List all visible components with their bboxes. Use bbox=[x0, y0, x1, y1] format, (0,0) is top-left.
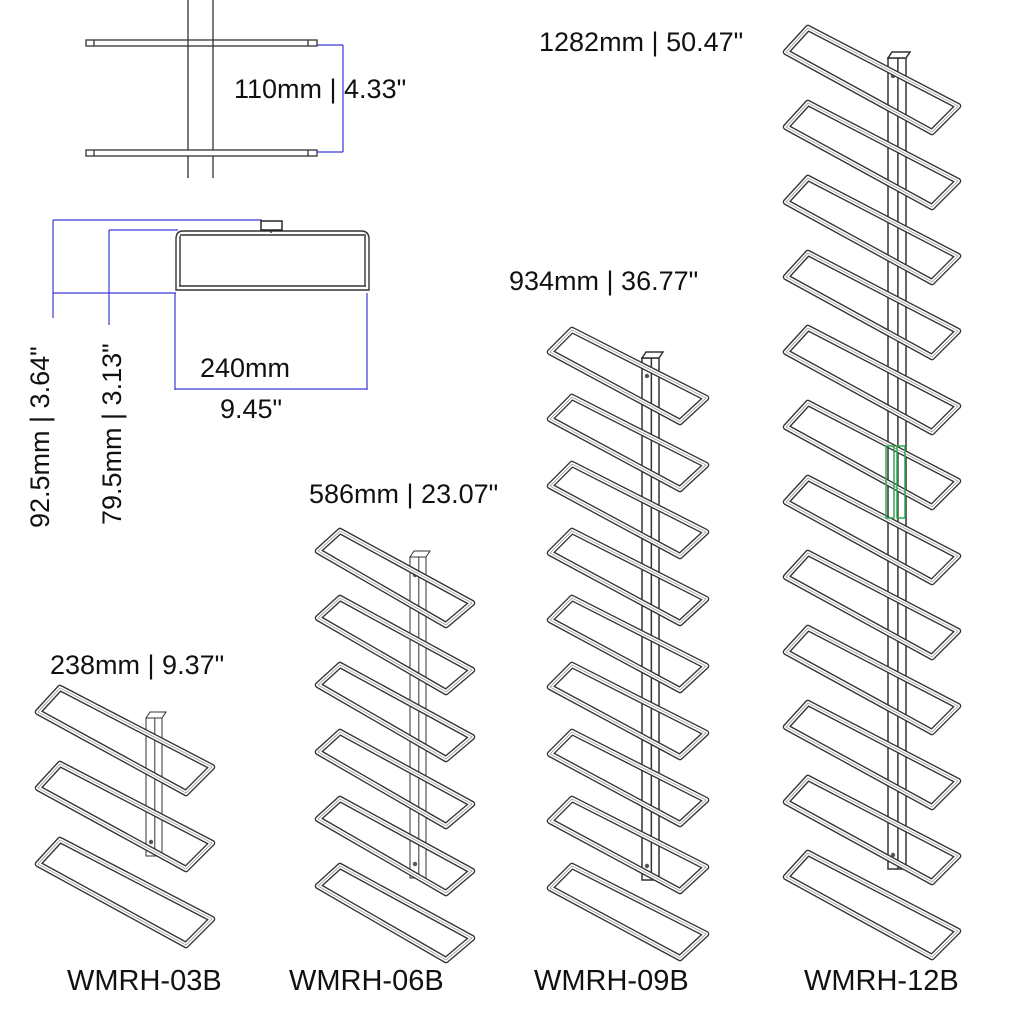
rack-drawing-wmrh-12b bbox=[782, 24, 962, 961]
rack-rung bbox=[782, 249, 962, 361]
rack-rung bbox=[782, 324, 962, 436]
rack-drawing-wmrh-09b bbox=[546, 326, 710, 962]
rack-rung bbox=[782, 474, 962, 586]
rack-rung bbox=[314, 728, 476, 830]
rack-rung bbox=[782, 99, 962, 211]
rack-rung bbox=[34, 760, 216, 873]
spacing-dimension-label: 110mm | 4.33" bbox=[234, 74, 407, 104]
rack-rung bbox=[782, 24, 962, 136]
rack-rung bbox=[546, 527, 710, 627]
height-label-wmrh-09b: 934mm | 36.77" bbox=[509, 266, 699, 296]
rack-rung bbox=[546, 728, 710, 828]
top-depth-dimension-lines bbox=[52, 219, 368, 390]
rack-rung bbox=[314, 527, 476, 629]
inner-height-label: 79.5mm | 3.13" bbox=[97, 343, 127, 525]
model-name-wmrh-03b: WMRH-03B bbox=[67, 965, 222, 997]
rack-rung bbox=[782, 774, 962, 886]
top-depth-view bbox=[175, 220, 370, 291]
depth-width-in-label: 9.45" bbox=[220, 394, 283, 424]
rack-rung bbox=[782, 174, 962, 286]
rack-drawing-wmrh-06b bbox=[314, 527, 476, 964]
rack-rung bbox=[314, 862, 476, 964]
rack-rung bbox=[34, 684, 216, 797]
depth-width-mm-label: 240mm bbox=[200, 353, 291, 383]
rack-rung bbox=[546, 460, 710, 560]
rack-rung bbox=[782, 624, 962, 736]
rack-rung bbox=[546, 594, 710, 694]
model-name-wmrh-09b: WMRH-09B bbox=[534, 965, 689, 997]
model-name-wmrh-12b: WMRH-12B bbox=[804, 965, 959, 997]
rack-rung bbox=[782, 849, 962, 961]
height-label-wmrh-12b: 1282mm | 50.47" bbox=[539, 27, 744, 57]
rack-rung bbox=[546, 862, 710, 962]
rack-rung bbox=[314, 594, 476, 696]
rack-rung bbox=[314, 795, 476, 897]
rack-rung bbox=[314, 661, 476, 763]
rack-rung bbox=[546, 661, 710, 761]
rack-rung bbox=[546, 393, 710, 493]
rack-rung bbox=[546, 795, 710, 895]
outer-height-label: 92.5mm | 3.64" bbox=[25, 346, 55, 528]
model-name-wmrh-06b: WMRH-06B bbox=[289, 965, 444, 997]
side-spacing-view bbox=[85, 0, 318, 178]
rack-rung bbox=[782, 399, 962, 511]
rack-rung bbox=[782, 699, 962, 811]
side-spacing-dimension-line bbox=[317, 44, 344, 153]
rack-rung bbox=[782, 549, 962, 661]
rack-rung bbox=[546, 326, 710, 426]
height-label-wmrh-03b: 238mm | 9.37" bbox=[50, 650, 225, 680]
height-label-wmrh-06b: 586mm | 23.07" bbox=[309, 479, 499, 509]
rack-drawing-wmrh-03b bbox=[34, 684, 216, 949]
rack-rung bbox=[34, 836, 216, 949]
